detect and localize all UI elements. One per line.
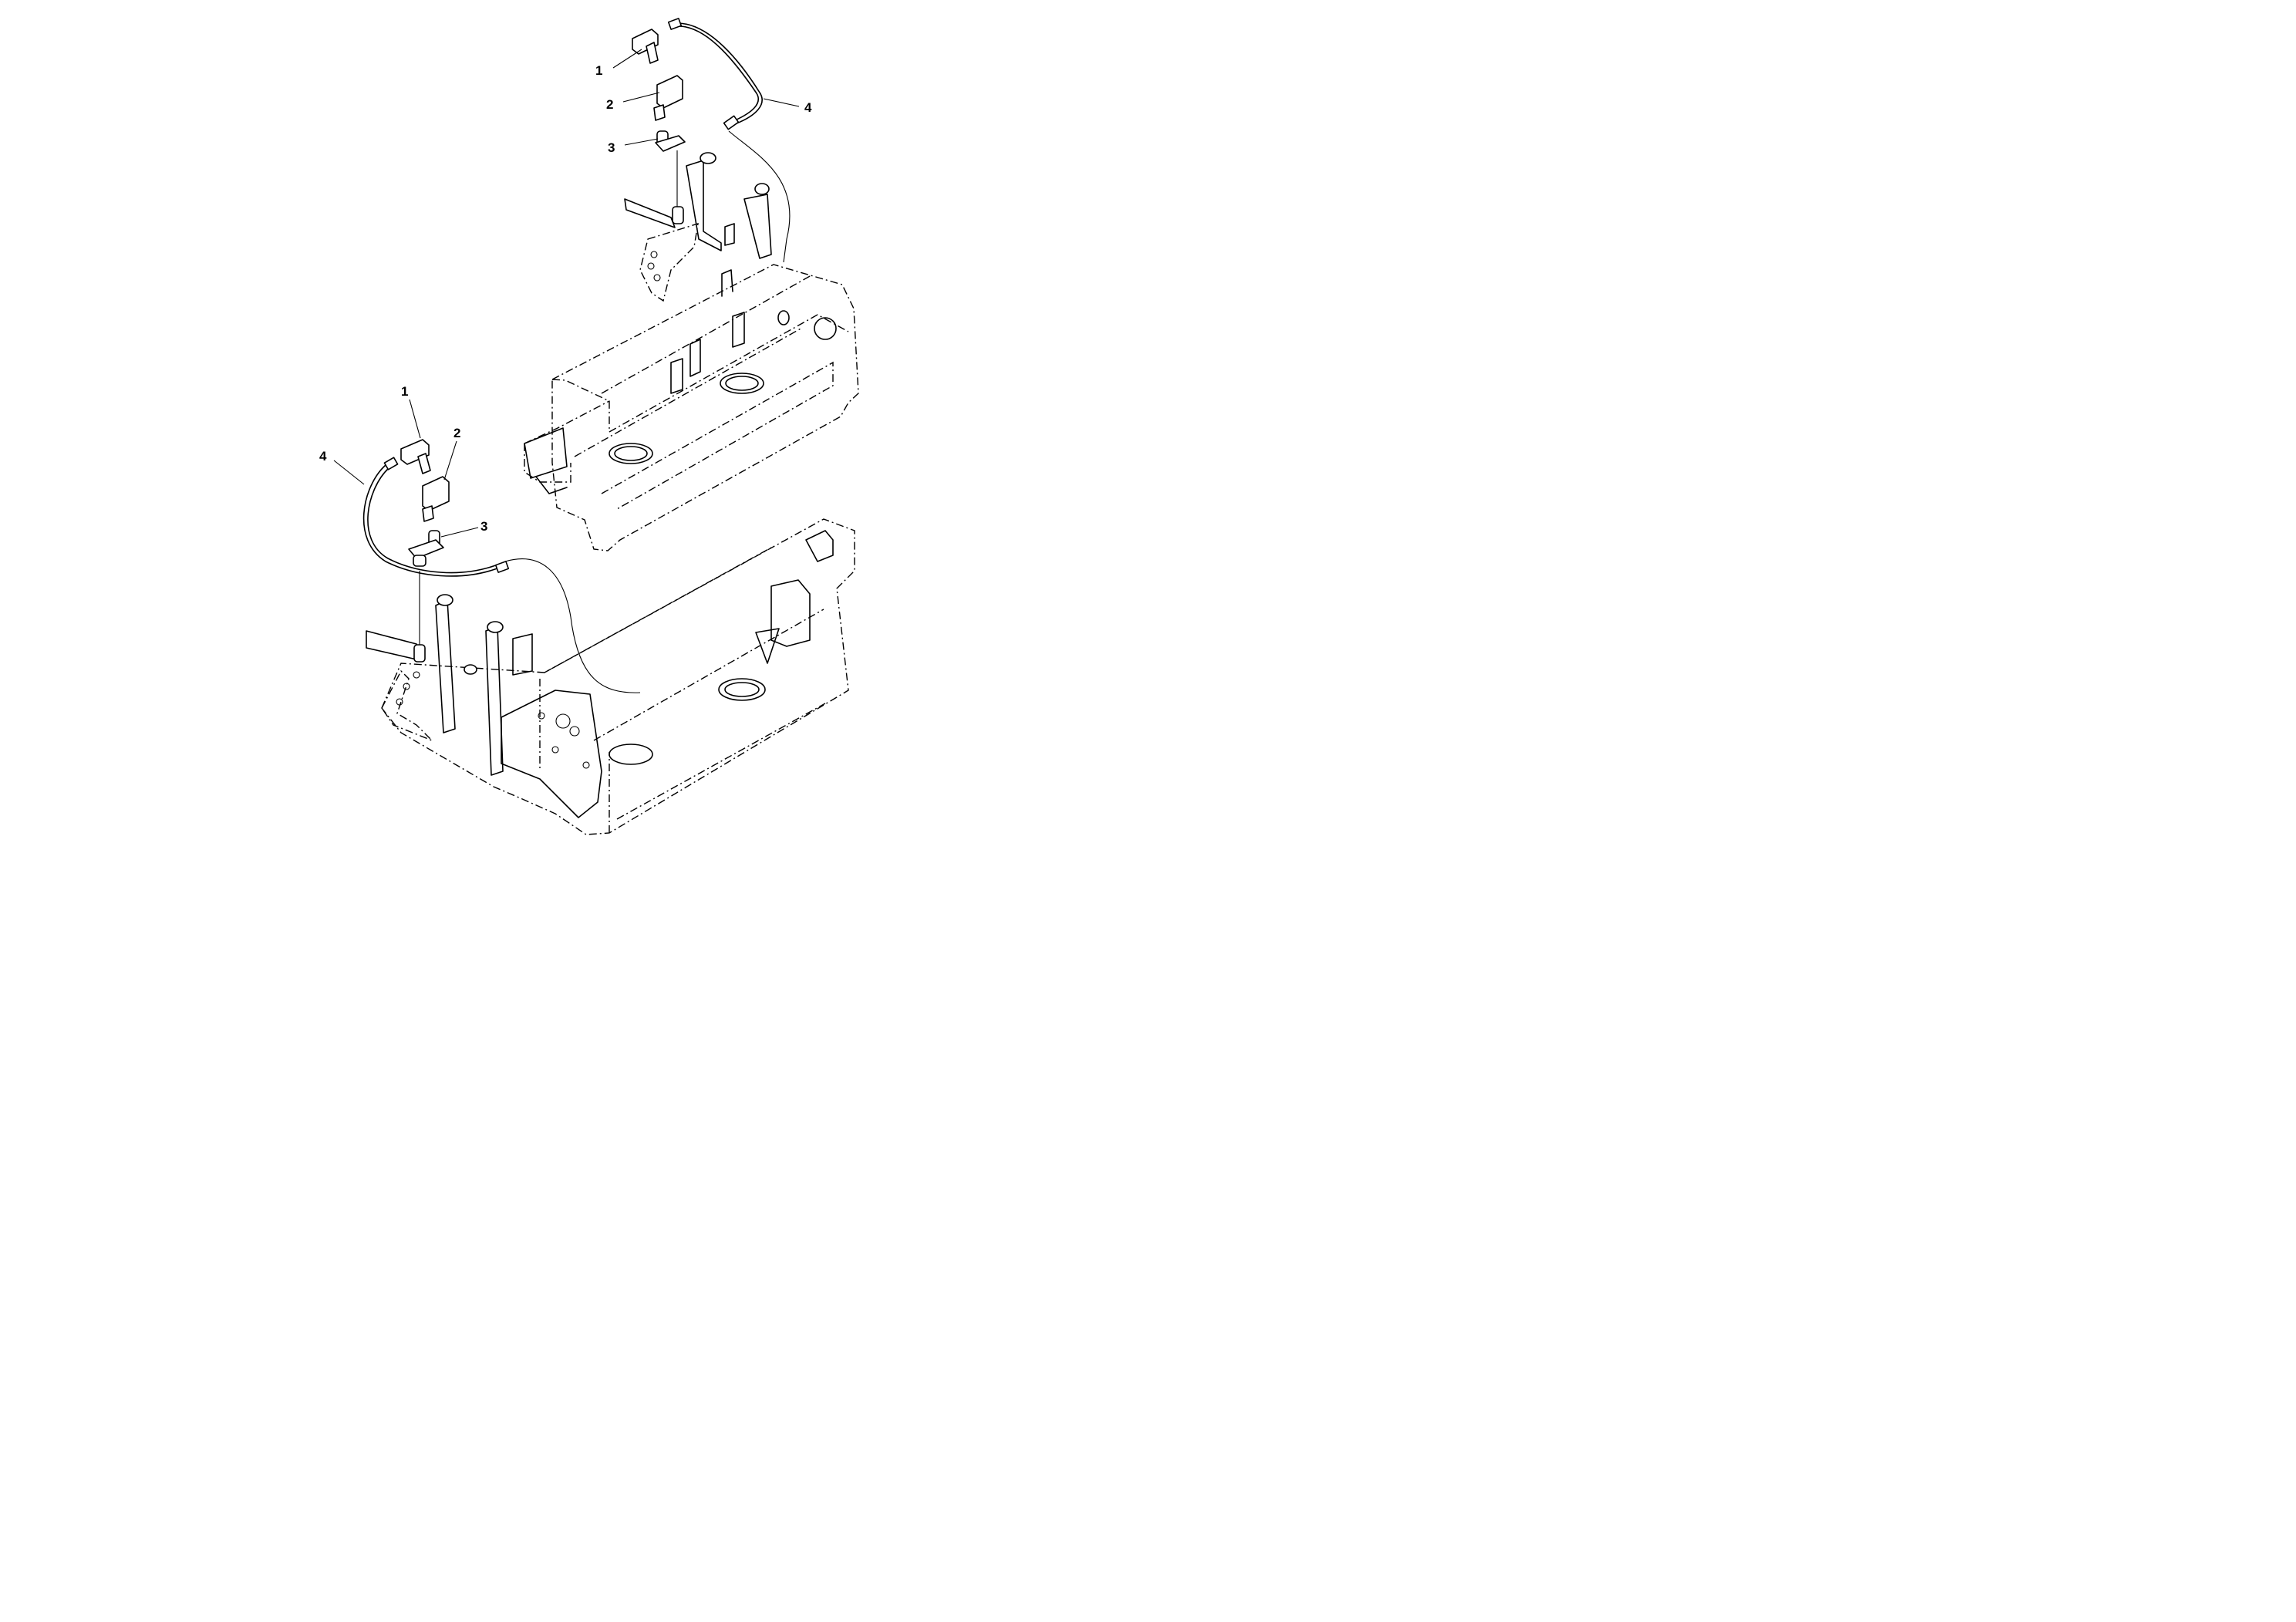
lower-callout-1: 1 <box>401 384 408 399</box>
upper-part-1-block <box>632 29 659 64</box>
lower-part-3-lever <box>408 530 444 567</box>
lower-frame-assembly <box>362 439 855 835</box>
upper-part-3-lever <box>655 130 686 152</box>
upper-callout-4: 4 <box>804 100 812 115</box>
upper-callout-3: 3 <box>608 140 615 155</box>
lower-part-1-block <box>400 439 431 474</box>
lower-part-2-switch <box>422 476 450 522</box>
lower-callout-2: 2 <box>453 426 460 440</box>
upper-frame-assembly <box>524 18 859 551</box>
upper-callouts: 1 2 3 4 <box>595 49 812 155</box>
lower-callout-4: 4 <box>319 449 327 464</box>
lower-callouts: 1 2 3 4 <box>319 384 487 538</box>
upper-part-2-switch <box>653 75 683 121</box>
exploded-parts-diagram: 1 2 3 4 <box>319 18 859 835</box>
upper-callout-2: 2 <box>606 97 613 112</box>
upper-callout-1: 1 <box>595 63 602 78</box>
lower-callout-3: 3 <box>480 519 487 534</box>
